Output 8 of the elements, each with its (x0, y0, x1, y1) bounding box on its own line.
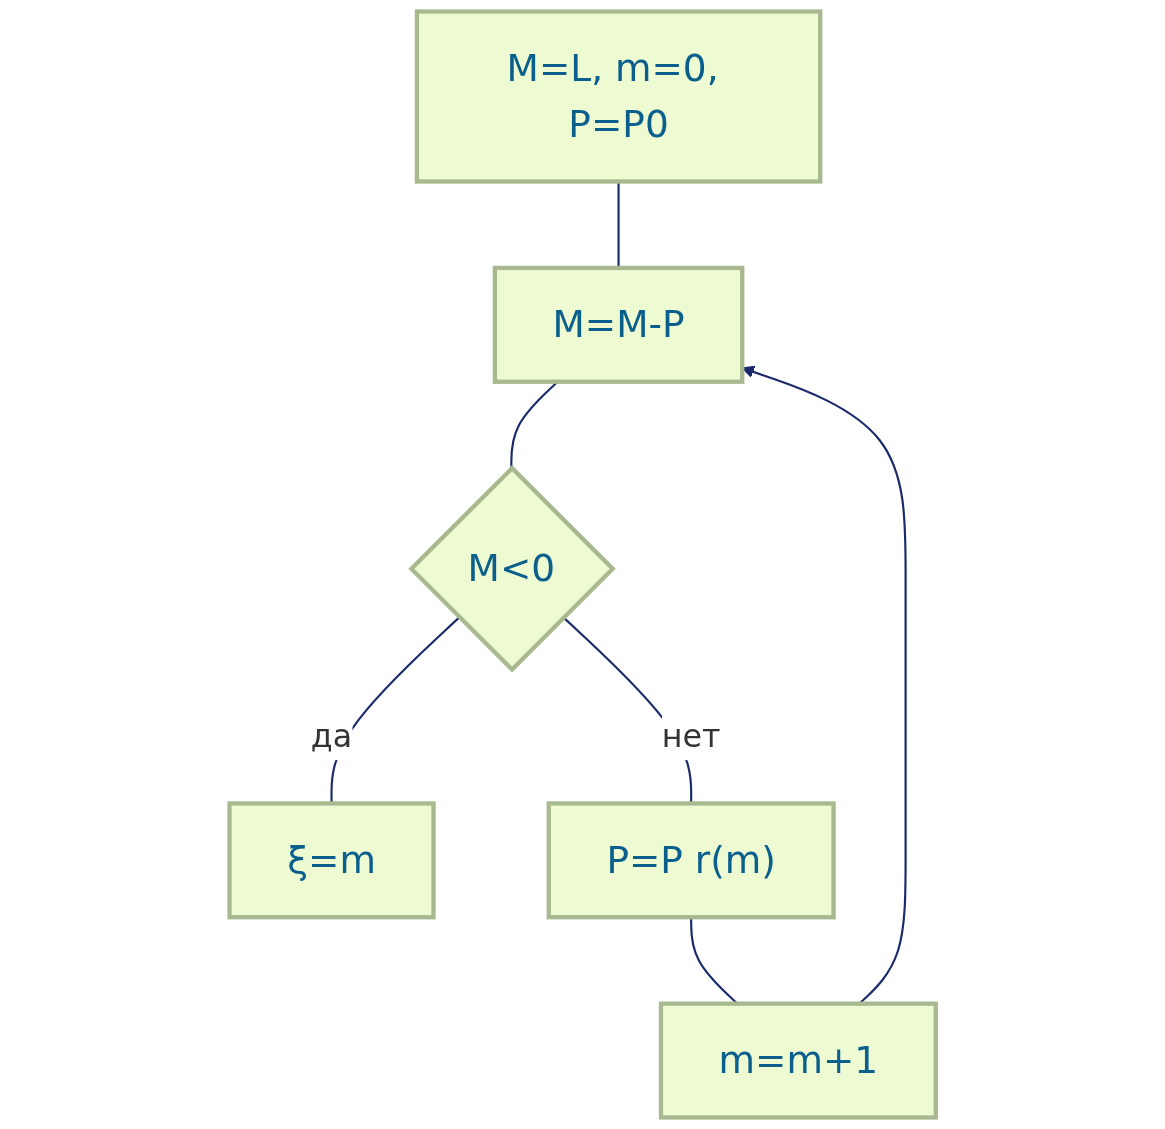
node-diamond: M<0 (408, 465, 616, 673)
edge-label: да (310, 718, 353, 755)
node-box: M=L, m=0, P=P0 (414, 9, 823, 184)
node-box: m=m+1 (658, 1001, 938, 1120)
node-box: ξ=m (227, 801, 436, 920)
node-box: P=P r(m) (546, 801, 836, 920)
edge-label: нет (661, 718, 721, 755)
node-box: M=M-P (492, 265, 745, 384)
